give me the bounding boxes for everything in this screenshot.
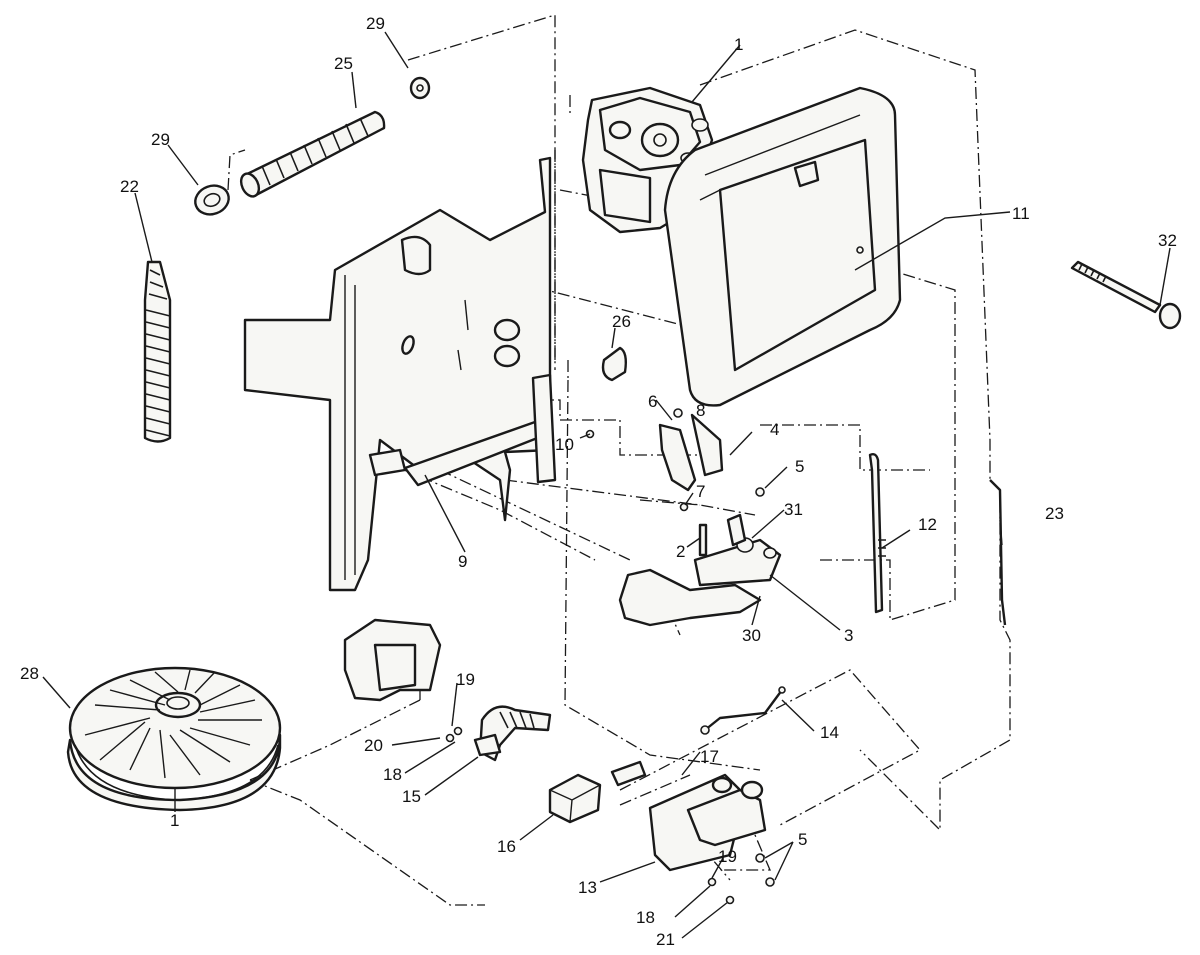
callout-19-left: 19 <box>456 670 475 689</box>
bolt <box>1070 260 1182 330</box>
governor-lever <box>618 513 782 627</box>
spring <box>868 452 886 614</box>
callout-labels: 1 1 2 3 4 5 5 6 7 8 9 10 11 12 13 14 15 … <box>20 14 1177 949</box>
callout-23: 23 <box>1045 504 1064 523</box>
ignition-module <box>473 705 552 762</box>
air-cleaner <box>663 86 902 407</box>
callout-12: 12 <box>918 515 937 534</box>
bracket-arm <box>368 373 557 487</box>
callout-14: 14 <box>820 723 839 742</box>
callout-15: 15 <box>402 787 421 806</box>
callout-22: 22 <box>120 177 139 196</box>
callout-30: 30 <box>742 626 761 645</box>
callout-29-lower: 29 <box>151 130 170 149</box>
callout-17: 17 <box>700 747 719 766</box>
shroud <box>343 618 442 702</box>
callout-7: 7 <box>696 482 705 501</box>
callout-21: 21 <box>656 930 675 949</box>
terminal <box>610 760 647 787</box>
module <box>548 773 602 824</box>
callout-26: 26 <box>612 312 631 331</box>
callout-19-right: 19 <box>718 847 737 866</box>
baffle-plate <box>243 156 552 592</box>
wire <box>700 686 786 735</box>
callout-1-carburetor: 1 <box>734 35 743 54</box>
callout-5-lower: 5 <box>798 830 807 849</box>
callout-leaders <box>42 31 1171 939</box>
callout-31: 31 <box>784 500 803 519</box>
spark-plug-wire <box>143 260 172 443</box>
callout-18-left: 18 <box>383 765 402 784</box>
callout-1-fan: 1 <box>170 811 179 830</box>
callout-8: 8 <box>696 401 705 420</box>
callout-9: 9 <box>458 552 467 571</box>
clamp-upper <box>409 76 431 100</box>
ignition-bracket <box>648 773 767 872</box>
callout-13: 13 <box>578 878 597 897</box>
callout-18-right: 18 <box>636 908 655 927</box>
clip <box>601 346 628 382</box>
hose <box>239 110 386 198</box>
callout-11: 11 <box>1012 204 1030 223</box>
flywheel <box>66 666 282 812</box>
callout-4: 4 <box>770 420 779 439</box>
cover-edge <box>989 479 1007 626</box>
callout-16: 16 <box>497 837 516 856</box>
bracket <box>658 413 724 492</box>
fasteners <box>445 408 775 905</box>
callout-29-upper: 29 <box>366 14 385 33</box>
callout-32: 32 <box>1158 231 1177 250</box>
callout-2: 2 <box>676 542 685 561</box>
clamp-lower <box>194 184 230 216</box>
callout-3: 3 <box>844 626 853 645</box>
callout-6: 6 <box>648 392 657 411</box>
callout-10: 10 <box>555 435 574 454</box>
callout-20: 20 <box>364 736 383 755</box>
callout-25: 25 <box>334 54 353 73</box>
callout-5-upper: 5 <box>795 457 804 476</box>
callout-28: 28 <box>20 664 39 683</box>
